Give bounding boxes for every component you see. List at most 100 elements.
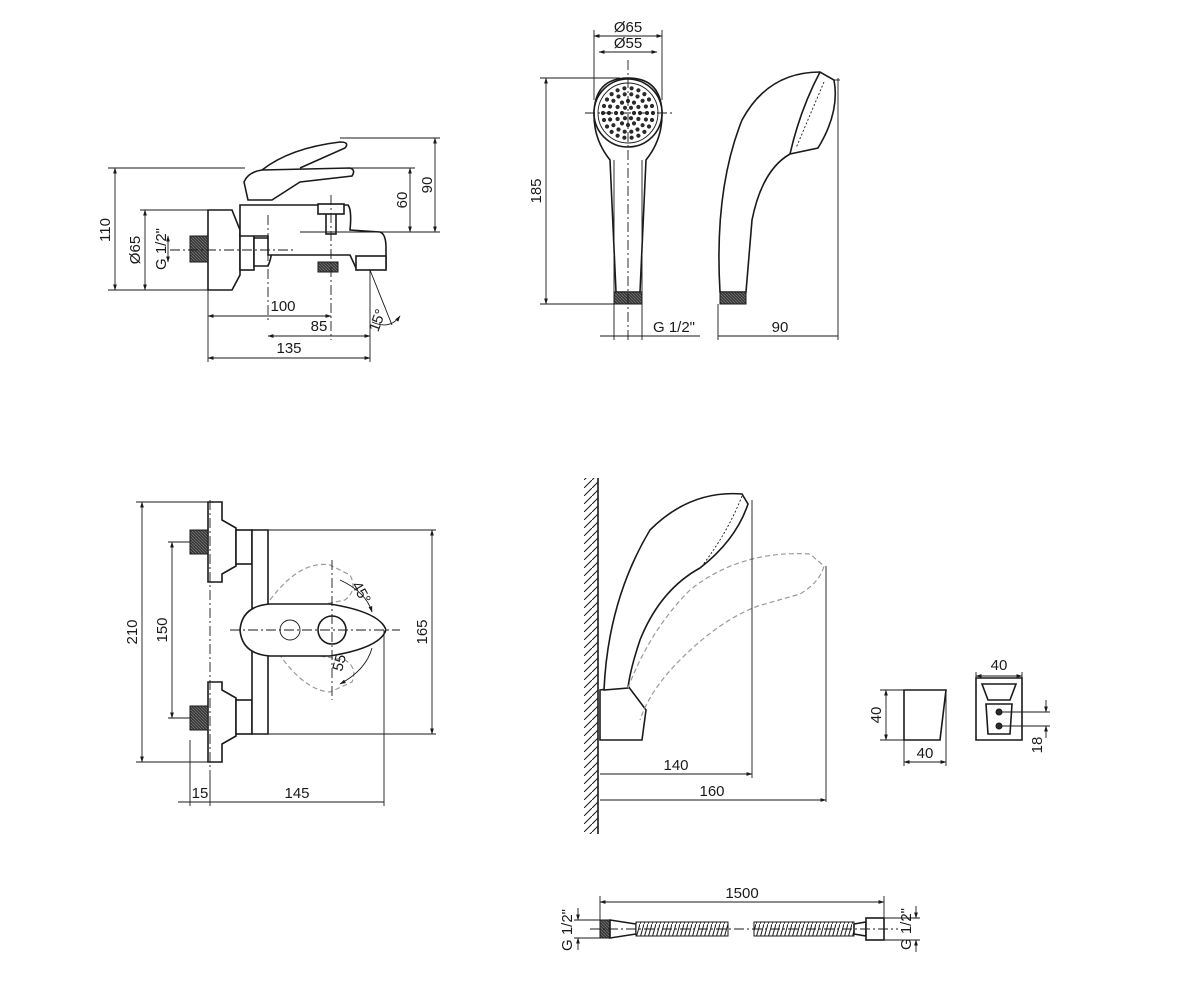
nozzle-hole xyxy=(619,121,625,126)
nozzle-hole xyxy=(616,127,621,132)
mixer-body xyxy=(239,204,387,269)
nozzle-hole xyxy=(629,86,634,91)
upper-nut xyxy=(235,529,253,565)
nozzle-hole xyxy=(636,116,641,122)
dim-angle-15: 15° xyxy=(366,307,390,334)
spout-thread xyxy=(317,261,339,273)
dim-height-60: 60 xyxy=(394,192,411,209)
nozzle-hole xyxy=(622,116,628,121)
dim-angle-45: 45° xyxy=(348,579,374,607)
dim-hose-length: 1500 xyxy=(725,885,758,902)
dim-135: 135 xyxy=(276,340,301,357)
dim-dia-65-head: Ø65 xyxy=(614,19,642,36)
side-thread xyxy=(719,291,747,305)
nozzle-hole xyxy=(635,127,640,132)
nozzle-hole xyxy=(615,133,620,138)
wall-hatch xyxy=(584,478,598,834)
nozzle-hole xyxy=(608,104,613,109)
nozzle-hole xyxy=(615,104,620,110)
dim-hose-thread-left: G 1/2" xyxy=(559,909,576,951)
lever-top xyxy=(261,141,348,171)
nozzle-hole xyxy=(649,117,655,123)
nozzle-hole xyxy=(636,104,641,110)
wall-mount-view: 140 160 xyxy=(584,478,827,834)
dim-thread-head: G 1/2" xyxy=(653,319,695,336)
dim-55: 55 xyxy=(329,653,350,674)
dim-holder-height: 40 xyxy=(868,707,885,724)
nozzle-hole xyxy=(629,135,634,140)
nozzle-hole xyxy=(636,88,641,93)
nozzle-hole xyxy=(640,123,645,128)
nozzle-hole xyxy=(608,117,613,122)
nozzle-hole xyxy=(640,98,645,103)
nozzle-hole xyxy=(609,92,614,97)
nozzle-hole xyxy=(631,100,637,105)
hose-drawing: 1500 G 1/2" G 1/2" xyxy=(559,885,920,952)
faucet-front-view: 45° 55 210 150 165 15 145 xyxy=(124,500,436,806)
dim-140: 140 xyxy=(663,757,688,774)
shower-head-front: Ø65 Ø55 185 G 1/2" xyxy=(528,19,700,340)
dim-holder-holes: 18 xyxy=(1029,737,1046,754)
nozzle-hole xyxy=(615,116,620,122)
side-profile xyxy=(718,71,837,293)
dim-90-side: 90 xyxy=(772,319,789,336)
nozzle-hole xyxy=(625,122,631,128)
nozzle-hole xyxy=(642,92,647,97)
dim-145: 145 xyxy=(284,785,309,802)
nozzle-hole xyxy=(628,116,634,121)
inlet-thread xyxy=(189,235,209,263)
nozzle-hole xyxy=(622,129,627,134)
dim-hose-thread-right: G 1/2" xyxy=(898,908,915,950)
upper-connector xyxy=(207,501,237,583)
dim-holder-top: 40 xyxy=(991,657,1008,674)
dim-height-110: 110 xyxy=(97,218,114,242)
nozzle-hole xyxy=(642,129,647,134)
shower-head-side: 90 xyxy=(717,71,840,340)
nozzle-hole xyxy=(615,88,620,93)
dim-210: 210 xyxy=(124,619,141,644)
nozzle-hole xyxy=(643,117,649,122)
nozzle-hole xyxy=(646,124,652,129)
lower-nut xyxy=(235,699,253,735)
lever-front xyxy=(239,603,387,657)
lever-handle xyxy=(243,167,355,201)
mount-hole-bottom xyxy=(995,722,1003,730)
nozzle-hole xyxy=(646,97,652,102)
nozzle-hole xyxy=(619,100,625,105)
dim-dia-55-head: Ø55 xyxy=(614,35,642,52)
faucet-side-view: 110 Ø65 G 1/2" 90 60 100 85 135 15° xyxy=(97,137,440,362)
nozzle-hole xyxy=(649,103,655,109)
dim-85: 85 xyxy=(311,318,328,335)
dim-holder-width: 40 xyxy=(917,745,934,762)
nozzle-hole xyxy=(622,92,627,97)
nozzle-hole xyxy=(611,98,616,103)
dim-dia-65: Ø65 xyxy=(127,236,144,264)
nozzle-hole xyxy=(622,105,628,110)
upper-thread xyxy=(189,529,209,555)
nozzle-hole xyxy=(643,104,649,109)
nozzle-hole xyxy=(628,105,634,110)
nozzle-hole xyxy=(604,97,610,102)
spout-outlet xyxy=(355,255,387,271)
holder-detail: 40 40 40 18 xyxy=(868,657,1050,766)
lower-thread xyxy=(189,705,209,731)
wall-holder xyxy=(599,685,647,741)
dim-165: 165 xyxy=(414,619,431,644)
nozzle-hole xyxy=(629,92,634,97)
nozzle-hole xyxy=(631,121,637,126)
shower-ghost xyxy=(627,553,825,721)
nozzle-hole xyxy=(616,94,621,99)
nozzle-hole xyxy=(622,135,627,140)
dim-150: 150 xyxy=(154,617,171,642)
nozzle-hole xyxy=(604,124,610,129)
nozzle-holes xyxy=(600,86,656,140)
dim-15: 15 xyxy=(192,785,209,802)
nozzle-hole xyxy=(609,129,614,134)
shower-mounted xyxy=(603,492,749,691)
dim-100: 100 xyxy=(270,298,295,315)
nozzle-hole xyxy=(622,86,627,91)
lower-connector xyxy=(207,681,237,763)
nozzle-hole xyxy=(601,103,607,109)
dim-thread: G 1/2" xyxy=(153,228,170,270)
